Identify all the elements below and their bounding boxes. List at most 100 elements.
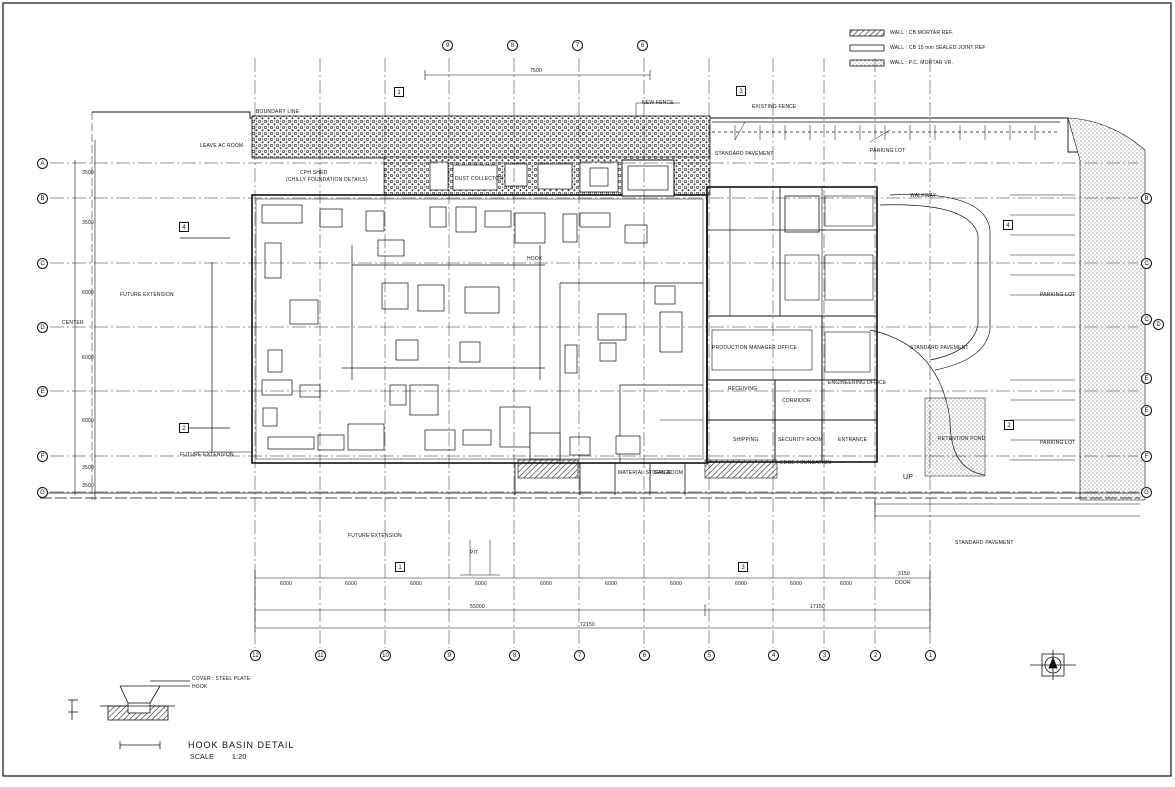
grid-bubble-col-10: 10 [380,650,391,661]
grid-bubble-col-9: 9 [444,650,455,661]
grid-bubble-row-f: F [37,451,48,462]
grid-lines [50,58,1138,648]
retention-pond-label: RETENTION POND [938,436,986,442]
grid-bubble-row-b: B [37,193,48,204]
boundary-line-label: BOUNDARY LINE [256,109,300,115]
dim-bay-1: 6000 [280,581,292,587]
gas-room-label: GAS ROOM [654,470,684,476]
legend-label-3: WALL : P.C. MORTAR VR. [890,60,954,66]
grid-bubble-top-6: 6 [637,40,648,51]
grid-bubble-row-c: C [37,258,48,269]
grid-bubble-col-1: 1 [925,650,936,661]
grid-bubble-col-7: 7 [574,650,585,661]
leave-ac-room-label: LEAVE AC ROOM [200,143,244,149]
grid-bubble-right-f: F [1141,451,1152,462]
material-storage-label: MATERIAL STORAGE [618,470,672,476]
pit-label: PIT [470,550,479,556]
dim-bay-5: 6000 [540,581,552,587]
dim-bay-6: 6000 [605,581,617,587]
dim-left-1: 3500 [82,170,94,176]
dim-bay-2: 6000 [345,581,357,587]
legend-label-2: WALL : CB 15 mm SEALED JOINT REF [890,45,986,51]
standard-pavement-label-1: STANDARD PAVEMENT [715,151,774,157]
grid-bubble-col-6: 6 [639,650,650,661]
future-extension-label-3: FUTURE EXTENSION [348,533,402,539]
hook-label: HOOK [527,256,543,262]
grid-bubble-col-11: 11 [315,650,326,661]
parking-lot-label-1: PARKING LOT [870,148,906,154]
edge-foundation-label: EDGE FOUNDATION [780,460,832,466]
detail-scale-label: SCALE [190,754,214,761]
dim-bottom-right: 17150 [810,604,825,610]
detail-scale-value: 1:20 [232,754,247,761]
grid-bubble-right-e2: E [1141,405,1152,416]
dimension-lines [74,70,1140,632]
dotted-paving-east [1067,117,1146,501]
detail-cover-note: COVER : STEEL PLATE [192,676,251,682]
grid-bubble-right-c: C [1141,258,1152,269]
grid-bubble-col-4: 4 [768,650,779,661]
dim-bay-8: 6000 [735,581,747,587]
new-fence-label: NEW FENCE [642,100,674,106]
security-room-label: SECURITY ROOM [778,437,823,443]
shipping-label: SHIPPING [733,437,759,443]
receiving-label: RECEIVING [728,386,758,392]
section-cut-lines [180,237,545,452]
dim-left-3: 6000 [82,290,94,296]
dim-left-4: 6000 [82,355,94,361]
north-arrow [1030,650,1076,680]
grid-bubble-col-2: 2 [870,650,881,661]
grid-bubble-top-9: 9 [442,40,453,51]
dim-bay-10: 6000 [840,581,852,587]
section-marker-4-right: 4 [1003,220,1013,230]
grid-bubble-top-7: 7 [572,40,583,51]
leader-lines [195,102,891,576]
engineering-office-label: ENGINEERING OFFICE [828,380,887,386]
grid-bubble-col-8: 8 [509,650,520,661]
entrance-label: ENTRANCE [838,437,868,443]
road-lines [40,121,1140,499]
up-label: UP [903,474,914,481]
grid-bubble-row-e: E [37,386,48,397]
grid-bubble-row-g: G [37,487,48,498]
grid-bubble-right-e: E [1141,373,1152,384]
grid-bubble-col-3: 3 [819,650,830,661]
grid-bubble-right-g: G [1141,487,1152,498]
legend-swatches [849,29,885,67]
grid-bubble-top-8: 8 [507,40,518,51]
standard-pavement-label-2: STANDARD PAVEMENT [910,345,969,351]
dim-bay-11: 3150 [898,571,910,577]
grid-bubble-col-12: 12 [250,650,261,661]
detail-title: HOOK BASIN DETAIL [188,740,295,750]
gravel-band-north [251,115,711,159]
dim-bottom-total: 72150 [580,622,595,628]
dim-bay-3: 6000 [410,581,422,587]
dim-left-5: 6000 [82,418,94,424]
equipment-blocks [261,159,683,460]
section-marker-3-top: 3 [736,86,746,96]
center-label: CENTER [62,320,84,326]
dim-left-7: 3500 [82,483,94,489]
dim-bay-7: 6000 [670,581,682,587]
dim-bay-4: 6000 [475,581,487,587]
parking-lot-label-3: PARKING LOT [1040,440,1076,446]
production-manager-label: PRODUCTION MANAGER OFFICE [712,345,798,351]
building-outline [251,186,878,495]
legend-label-1: WALL : CB MORTAR REF. [890,30,954,36]
standard-pavement-label-3: STANDARD PAVEMENT [955,540,1014,546]
section-marker-1-top: 1 [394,87,404,97]
corridor-label: CORRIDOR [782,398,811,404]
dim-bay-9: 6000 [790,581,802,587]
cph-shed-label: CPH SHED [300,170,328,176]
existing-fence-label: EXISTING FENCE [752,104,797,110]
grid-bubble-right-d: D [1153,319,1164,330]
grid-bubble-col-5: 5 [704,650,715,661]
grid-bubble-right-c2: C [1141,314,1152,325]
dotted-paving-south-east [924,397,986,477]
future-extension-label-1: FUTURE EXTENSION [120,292,174,298]
hook-basin-detail [68,680,190,749]
cph-note-label: (CHILLY FOUNDATION DETAILS) [286,177,368,183]
section-marker-2-right: 2 [1004,420,1014,430]
